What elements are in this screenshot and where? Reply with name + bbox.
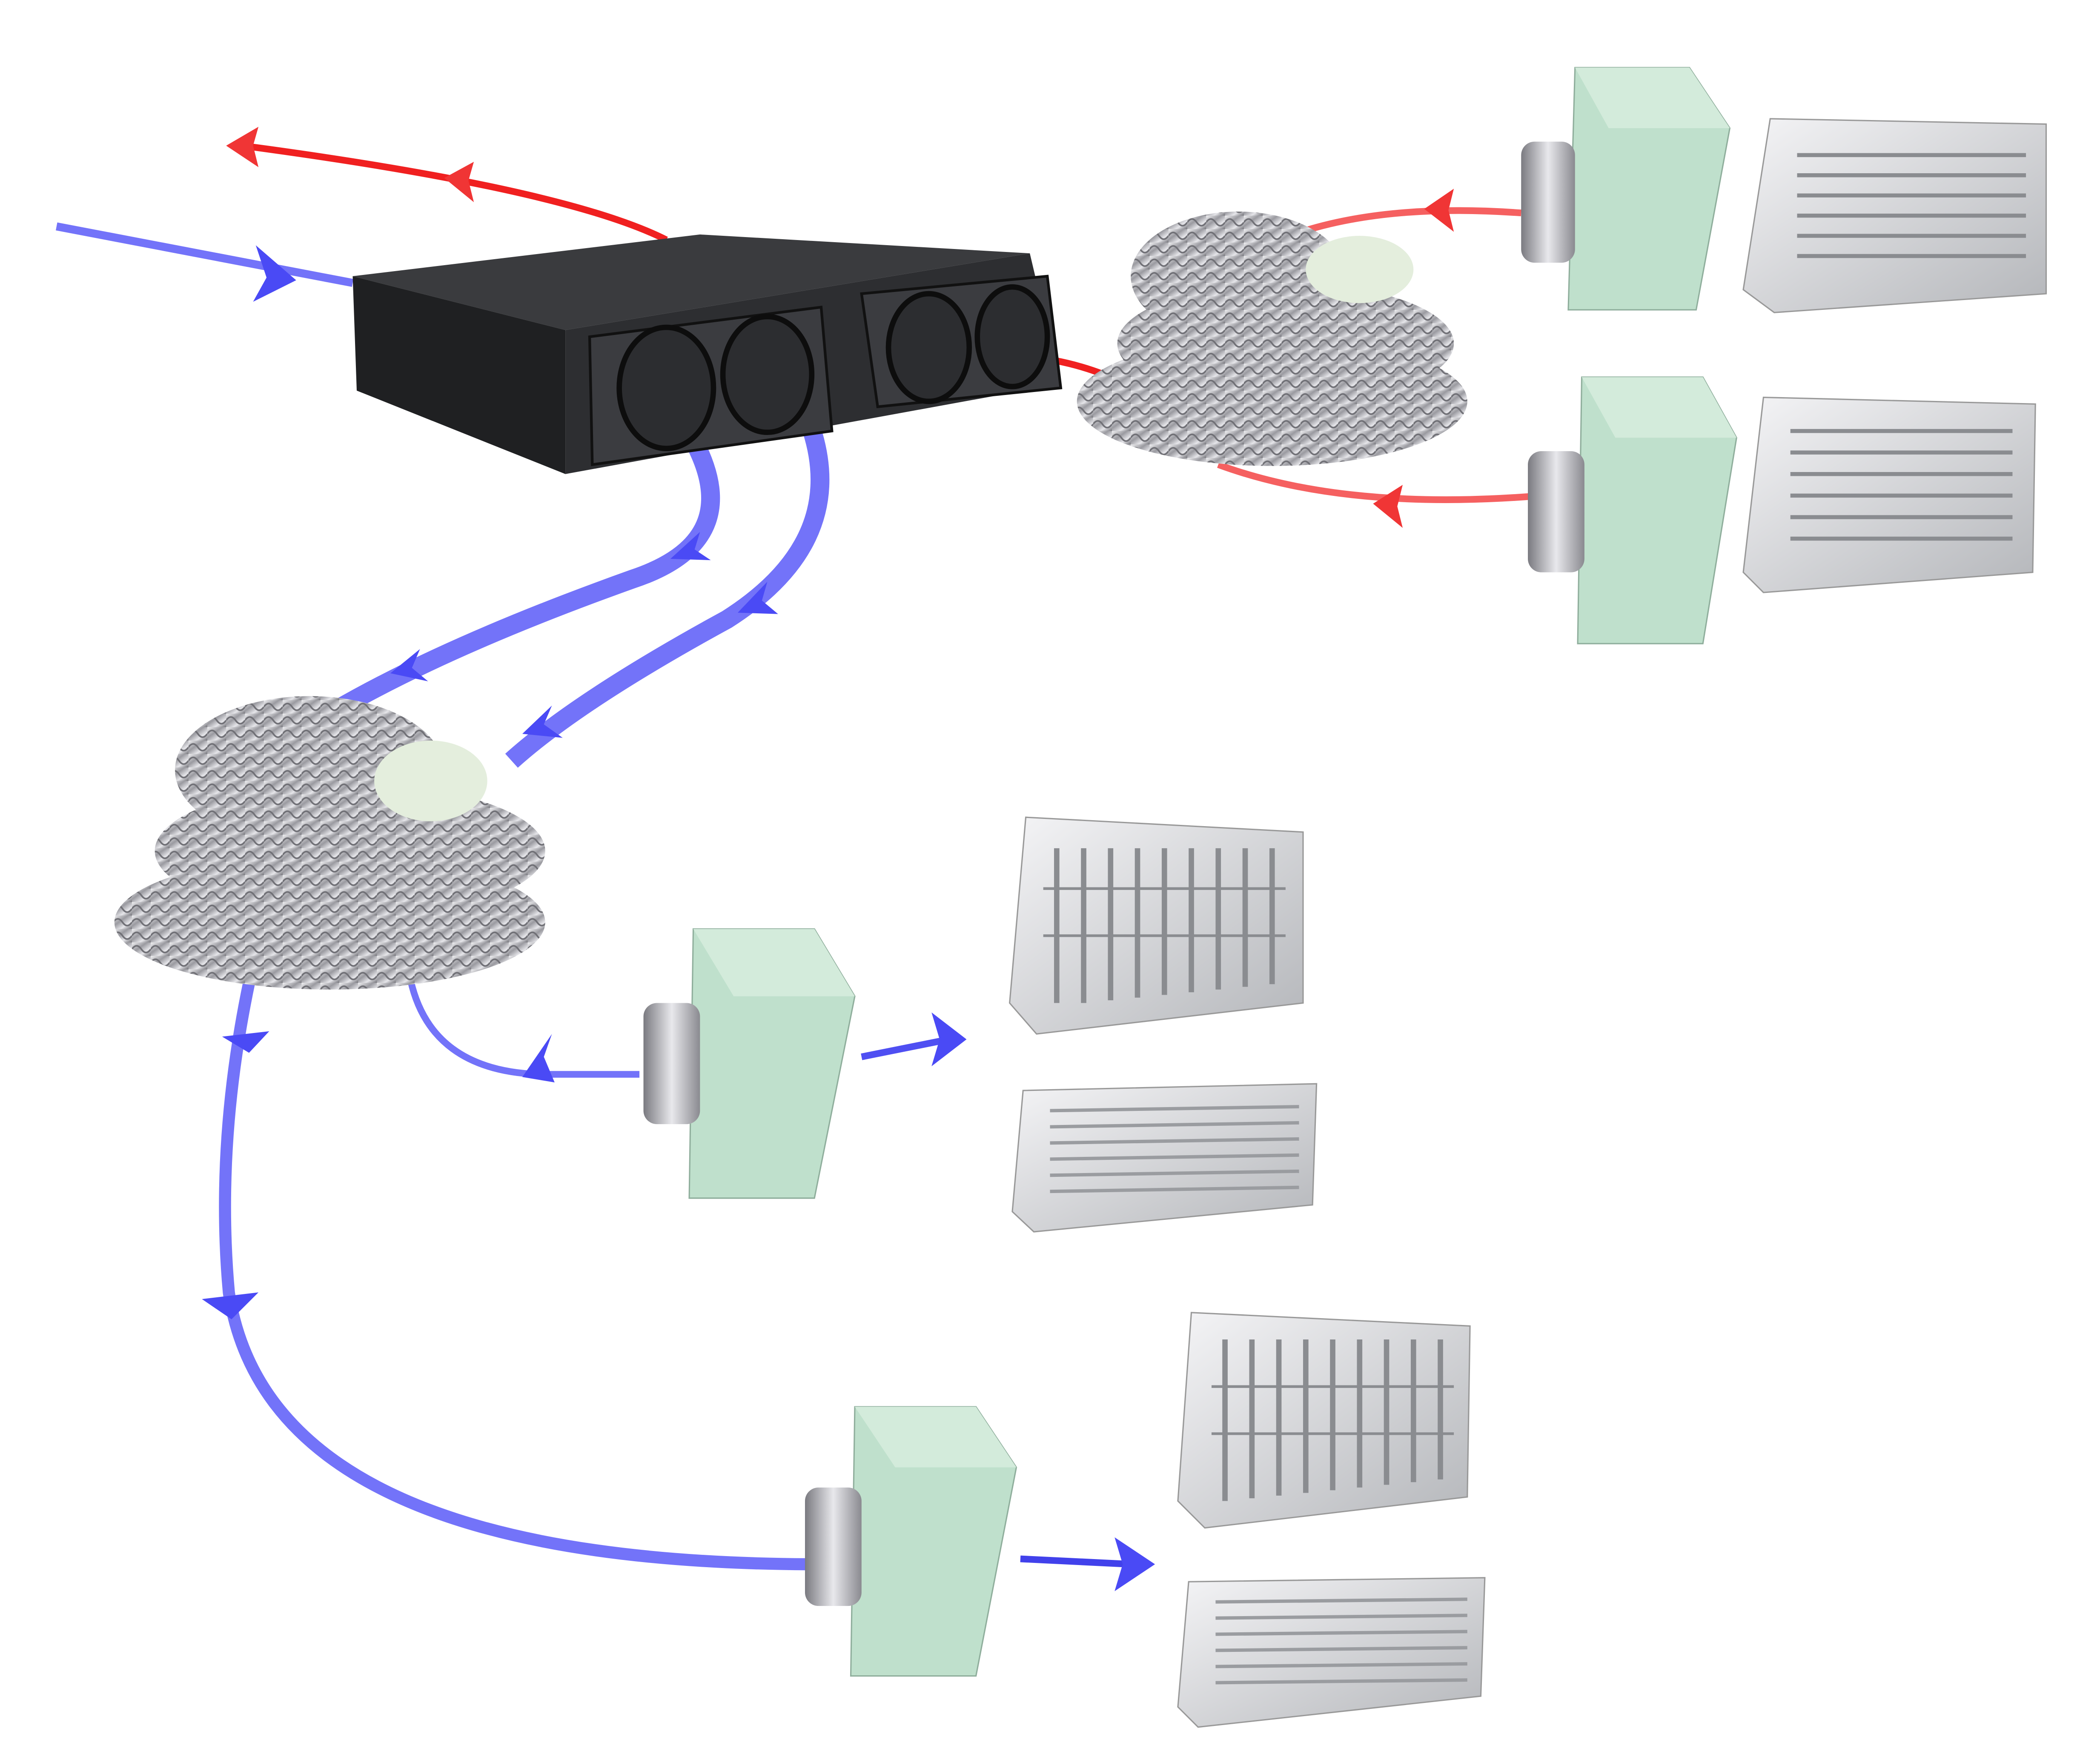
unit-top <box>352 234 1030 330</box>
unit-front <box>352 276 566 474</box>
grille-linear-upper-right <box>1742 118 2047 313</box>
arrowhead-icon <box>390 649 428 681</box>
grille-double-deflection-middle <box>1009 816 1304 1035</box>
arrowhead-icon <box>1424 189 1454 232</box>
return-arrow-lower <box>1217 461 1542 503</box>
grille-linear-bottom <box>1177 1577 1486 1728</box>
supply-port-2 <box>720 314 815 435</box>
grille-linear-middle <box>1011 1083 1318 1233</box>
arrowhead-icon <box>931 1012 967 1067</box>
plenum-box-bottom <box>805 1406 1017 1677</box>
flex-duct-coil-supply <box>114 696 545 990</box>
arrowhead-icon <box>522 705 563 738</box>
supply-port-1 <box>616 324 716 452</box>
plenum-box-middle <box>643 928 856 1199</box>
plenum-box-middle-right <box>1528 376 1737 644</box>
arrowhead-icon <box>253 245 296 302</box>
arrowhead-icon <box>444 162 474 203</box>
arrowhead-icon <box>670 532 711 561</box>
air-handling-unit <box>352 234 1063 474</box>
supply-duct-2 <box>505 372 830 768</box>
plenum-box-upper-right <box>1521 67 1731 311</box>
flex-duct-coil-return <box>1077 212 1467 466</box>
grille-double-deflection-bottom <box>1177 1312 1471 1529</box>
grille-linear-middle-right <box>1742 396 2036 593</box>
intake-arrow <box>56 222 354 287</box>
blue-arrowheads <box>202 245 1155 1591</box>
arrowhead-icon <box>1114 1537 1155 1591</box>
arrowhead-icon <box>226 126 259 167</box>
arrowhead-icon <box>1373 485 1403 528</box>
branch-1 <box>407 979 640 1078</box>
return-port-1 <box>885 291 972 404</box>
branch-2 <box>219 982 808 1571</box>
exhaust-arrow <box>242 142 668 243</box>
outlet-arrow-2 <box>1020 1555 1131 1568</box>
arrowhead-icon <box>222 1031 269 1053</box>
outlet-arrow-1 <box>861 1037 943 1060</box>
red-arrowheads <box>226 126 1454 528</box>
arrowhead-icon <box>737 581 778 614</box>
return-port-2 <box>974 284 1050 389</box>
arrowhead-icon <box>202 1292 259 1319</box>
arrowhead-icon <box>522 1034 555 1083</box>
